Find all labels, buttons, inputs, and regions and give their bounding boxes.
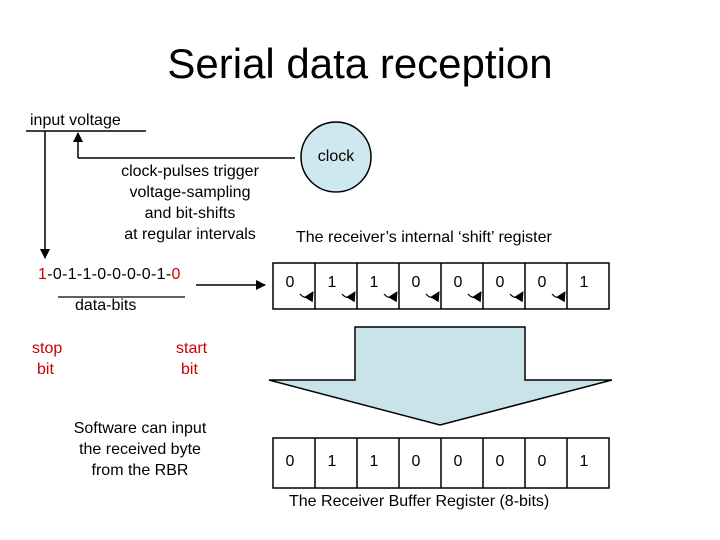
- data-bits-value: -0-1-1-0-0-0-0-1-: [47, 266, 172, 283]
- stop-bit-label: stop bit: [32, 338, 62, 380]
- page-title: Serial data reception: [167, 40, 553, 87]
- shift-register-caption: The receiver’s internal ‘shift’ register: [296, 229, 552, 246]
- trigger-text: clock-pulses trigger voltage-sampling an…: [100, 161, 280, 245]
- shift-register-flow-arrows: [299, 291, 566, 303]
- trigger-line-1: clock-pulses trigger: [121, 163, 259, 180]
- rbr-bit: 1: [327, 453, 337, 470]
- trigger-line-4: at regular intervals: [124, 226, 256, 243]
- software-line-3: from the RBR: [91, 462, 189, 479]
- shift-register-bit: 1: [369, 274, 379, 291]
- start-bit-value: 0: [171, 266, 181, 283]
- trigger-line-2: voltage-sampling: [129, 184, 251, 201]
- rbr-dividers: [314, 438, 568, 488]
- shift-register-bit: 0: [537, 274, 547, 291]
- input-voltage-label: input voltage: [30, 112, 121, 129]
- rbr-bit: 0: [411, 453, 421, 470]
- trigger-line-3: and bit-shifts: [144, 205, 236, 222]
- shift-register-bit: 0: [411, 274, 421, 291]
- software-text: Software can input the received byte fro…: [55, 418, 225, 481]
- rbr-bit: 0: [453, 453, 463, 470]
- rbr-bit: 0: [285, 453, 295, 470]
- start-bit-label: start bit: [176, 338, 207, 380]
- software-line-1: Software can input: [73, 420, 207, 437]
- start-bit-label-line-1: start: [176, 340, 208, 357]
- start-bit-label-line-2: bit: [181, 361, 198, 378]
- shift-register-bit: 0: [453, 274, 463, 291]
- rbr-bit: 1: [369, 453, 379, 470]
- shift-register-bit: 0: [495, 274, 505, 291]
- clock-circle: [300, 121, 372, 193]
- stop-bit-label-line-2: bit: [37, 361, 54, 378]
- data-bits-label: data-bits: [75, 297, 137, 314]
- clock-label: clock: [317, 148, 355, 165]
- rbr-caption: The Receiver Buffer Register (8-bits): [289, 493, 550, 510]
- shift-register-dividers: [314, 263, 568, 309]
- transfer-arrow: [268, 326, 613, 426]
- stop-bit-label-line-1: stop: [32, 340, 63, 357]
- stop-bit-value: 1: [38, 266, 48, 283]
- shift-register-bit: 1: [579, 274, 589, 291]
- shift-register-bit: 0: [285, 274, 295, 291]
- serial-bit-stream: 1-0-1-1-0-0-0-0-1-0: [38, 266, 181, 284]
- software-line-2: the received byte: [79, 441, 201, 458]
- rbr-bit: 0: [537, 453, 547, 470]
- rbr-bit: 0: [495, 453, 505, 470]
- rbr-bit: 1: [579, 453, 589, 470]
- shift-register-bit: 1: [327, 274, 337, 291]
